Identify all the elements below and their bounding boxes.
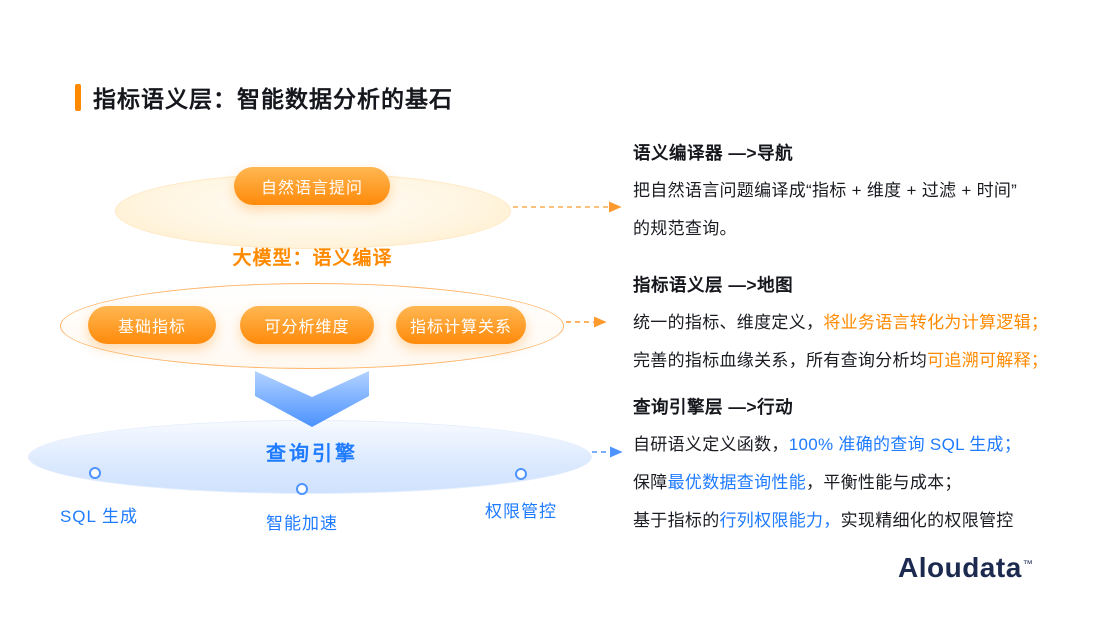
plain-text: 保障: [633, 473, 668, 492]
pill-analyzable-dimensions: 可分析维度: [240, 306, 374, 344]
section-semantic-line2: 完善的指标血缘关系，所有查询分析均可追溯可解释；: [633, 342, 1085, 380]
highlight-text: 最优数据查询性能: [667, 473, 807, 492]
plain-text: 统一的指标、维度定义，: [633, 313, 824, 332]
title-accent-bar: [75, 83, 81, 111]
model-caption: 大模型：语义编译: [232, 248, 393, 269]
section-engine: 查询引擎层 —>行动 自研语义定义函数，100% 准确的查询 SQL 生成； 保…: [633, 394, 1085, 540]
engine-node-label-permission: 权限管控: [485, 502, 557, 521]
page-title-row: 指标语义层：智能数据分析的基石: [75, 80, 453, 114]
engine-node-dot: [515, 468, 527, 480]
section-semantic-heading: 指标语义层 —>地图: [633, 275, 794, 295]
engine-ellipse: [28, 420, 592, 494]
section-compiler-line2: 的规范查询。: [633, 219, 737, 238]
plain-text: ，平衡性能与成本；: [806, 473, 962, 492]
plain-text: 完善的指标血缘关系，所有查询分析均: [633, 351, 928, 370]
pill-metric-calc-relations: 指标计算关系: [396, 306, 526, 344]
plain-text: 自研语义定义函数，: [633, 435, 789, 454]
highlight-text: 可追溯可解释；: [927, 351, 1049, 370]
engine-node-dot: [89, 467, 101, 479]
section-engine-line1: 自研语义定义函数，100% 准确的查询 SQL 生成；: [633, 426, 1085, 464]
section-compiler-line1: 把自然语言问题编译成“指标 + 维度 + 过滤 + 时间”: [633, 181, 1018, 200]
engine-node-label-sql: SQL 生成: [59, 507, 139, 526]
section-engine-line2: 保障最优数据查询性能，平衡性能与成本；: [633, 464, 1085, 502]
trademark-mark: ™: [1022, 558, 1034, 570]
natural-language-pill: 自然语言提问: [234, 167, 390, 205]
plain-text: 基于指标的: [633, 511, 720, 530]
engine-label: 查询引擎: [266, 443, 358, 465]
highlight-text: 100% 准确的查询 SQL 生成；: [788, 435, 1022, 454]
engine-node-label-accel: 智能加速: [266, 514, 338, 533]
engine-node-dot: [296, 483, 308, 495]
brand-logo-text: Aloudata: [898, 552, 1022, 583]
highlight-text: 将业务语言转化为计算逻辑；: [823, 313, 1049, 332]
section-engine-heading: 查询引擎层 —>行动: [633, 397, 794, 417]
pill-basic-metrics: 基础指标: [88, 306, 216, 344]
page-title: 指标语义层：智能数据分析的基石: [93, 86, 453, 112]
brand-logo: Aloudata™: [898, 552, 1033, 584]
section-semantic-line1: 统一的指标、维度定义，将业务语言转化为计算逻辑；: [633, 304, 1085, 342]
highlight-text: 行列权限能力，: [719, 511, 841, 530]
section-compiler: 语义编译器 —>导航 把自然语言问题编译成“指标 + 维度 + 过滤 + 时间”…: [633, 140, 1085, 248]
plain-text: 实现精细化的权限管控: [840, 511, 1014, 530]
section-semantic: 指标语义层 —>地图 统一的指标、维度定义，将业务语言转化为计算逻辑； 完善的指…: [633, 272, 1085, 380]
down-arrow-icon: [255, 371, 369, 427]
section-engine-line3: 基于指标的行列权限能力，实现精细化的权限管控: [633, 502, 1085, 540]
section-compiler-heading: 语义编译器 —>导航: [633, 143, 794, 163]
